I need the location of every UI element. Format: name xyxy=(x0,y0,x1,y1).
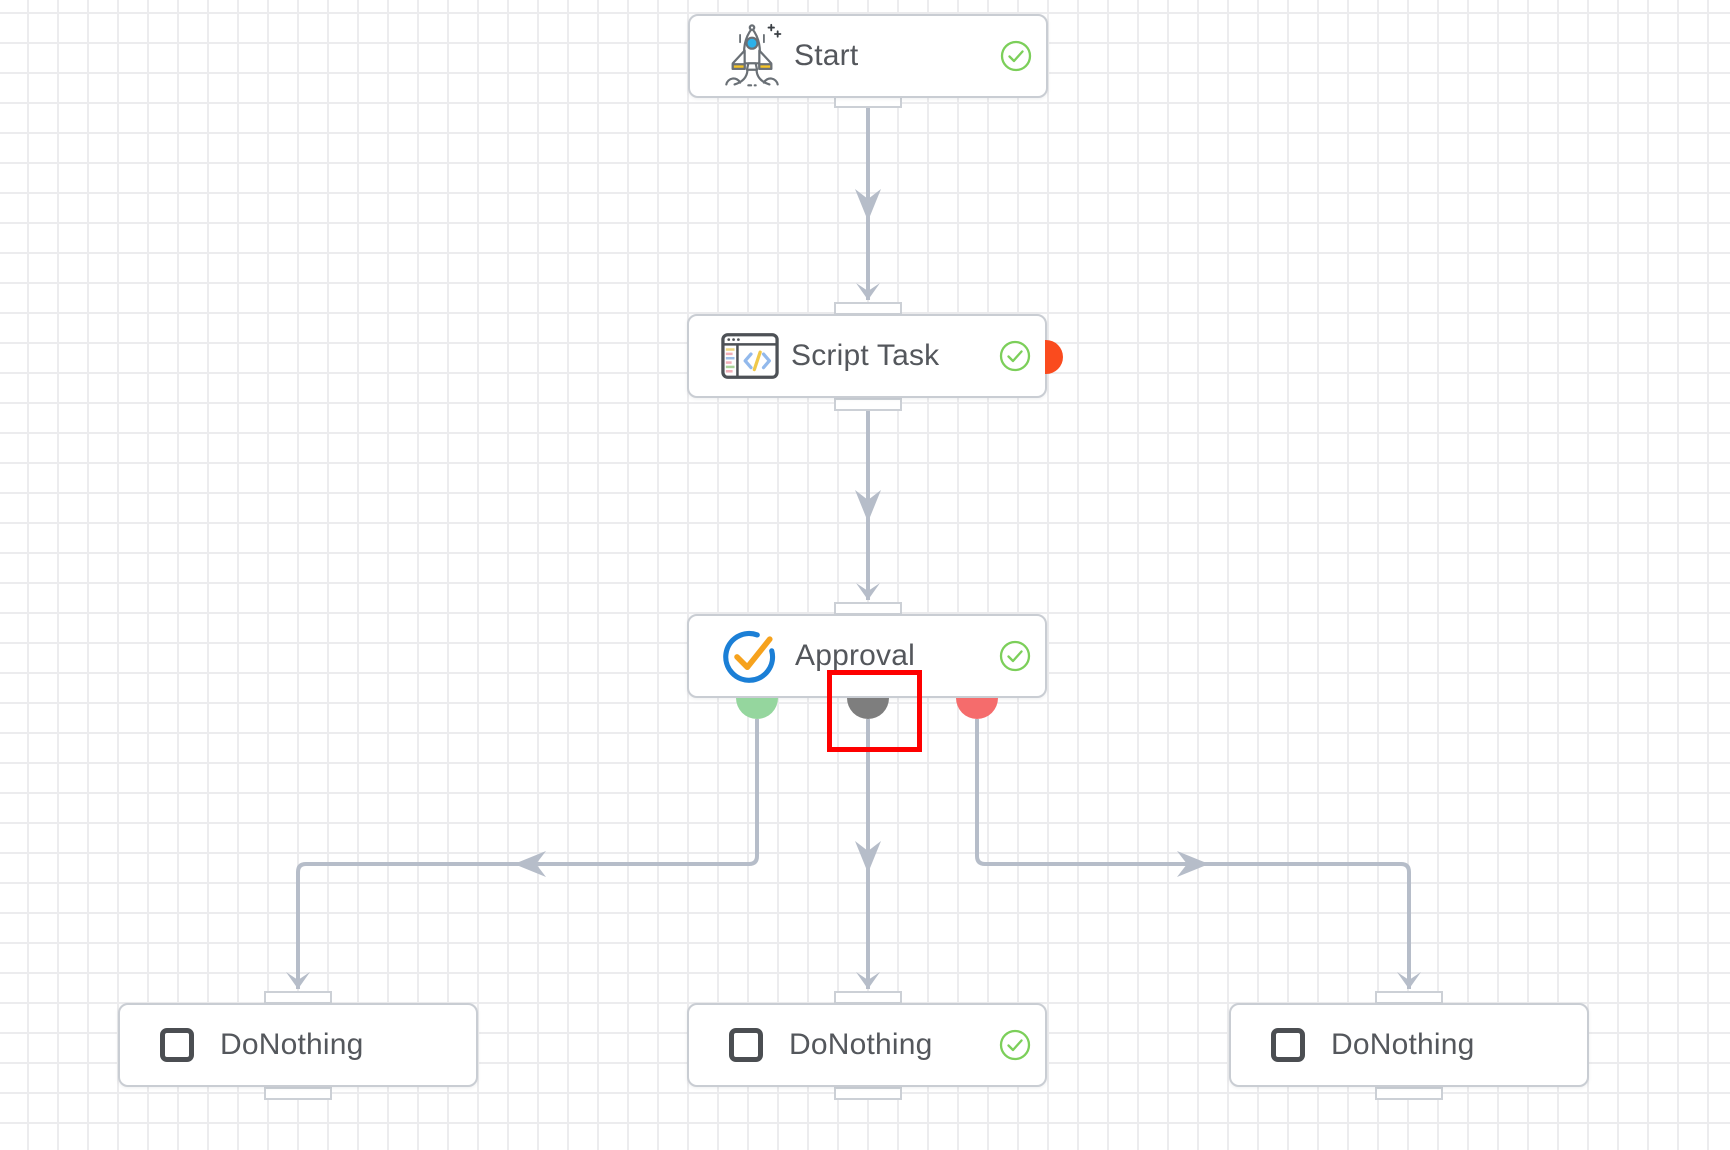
node-label: Approval xyxy=(795,639,916,672)
edge-mid-arrow-icon xyxy=(855,841,881,873)
branch-port-green[interactable] xyxy=(736,698,778,719)
edge-mid-arrow-icon xyxy=(514,851,546,877)
checkbox-icon xyxy=(1271,1028,1305,1062)
port-donothing-middle-bottom[interactable] xyxy=(834,1087,902,1100)
node-label: DoNothing xyxy=(220,1028,364,1061)
port-script-task-bottom[interactable] xyxy=(834,398,902,411)
node-script-task[interactable]: Script Task xyxy=(687,314,1047,398)
node-donothing-right[interactable]: DoNothing xyxy=(1229,1003,1589,1087)
port-donothing-right-bottom[interactable] xyxy=(1375,1087,1443,1100)
checkbox-icon xyxy=(729,1028,763,1062)
edge-end-arrow-icon xyxy=(856,972,880,989)
approval-check-icon xyxy=(721,627,783,685)
edge-end-arrow-icon xyxy=(856,283,880,300)
node-donothing-left[interactable]: DoNothing xyxy=(118,1003,478,1087)
node-donothing-middle[interactable]: DoNothing xyxy=(687,1003,1047,1087)
rocket-icon xyxy=(722,23,782,89)
node-label: Script Task xyxy=(791,339,940,372)
edge-mid-arrow-icon xyxy=(855,189,881,221)
edge-start-to-script-task[interactable] xyxy=(855,108,881,300)
edge-end-arrow-icon xyxy=(856,583,880,600)
success-check-icon xyxy=(1000,40,1032,72)
success-check-icon xyxy=(999,340,1031,372)
edge-end-arrow-icon xyxy=(1397,972,1421,989)
success-check-icon xyxy=(999,640,1031,672)
edge-mid-arrow-icon xyxy=(855,490,881,522)
node-label: DoNothing xyxy=(789,1028,933,1061)
code-window-icon xyxy=(721,331,779,381)
edge-approval-gray-to-donothing-middle[interactable] xyxy=(855,719,881,989)
success-check-icon xyxy=(999,1029,1031,1061)
node-label: Start xyxy=(794,39,859,72)
edge-mid-arrow-icon xyxy=(1177,851,1209,877)
edge-end-arrow-icon xyxy=(286,972,310,989)
edge-script-task-to-approval[interactable] xyxy=(855,411,881,600)
edge-approval-green-to-donothing-left[interactable] xyxy=(286,719,759,989)
edge-approval-red-to-donothing-right[interactable] xyxy=(975,719,1421,989)
error-indicator-dot[interactable] xyxy=(1045,340,1063,374)
node-start[interactable]: Start xyxy=(688,14,1048,98)
port-donothing-left-bottom[interactable] xyxy=(264,1087,332,1100)
highlight-annotation-box xyxy=(827,670,922,752)
node-label: DoNothing xyxy=(1331,1028,1475,1061)
branch-port-red[interactable] xyxy=(956,698,998,719)
node-approval[interactable]: Approval xyxy=(687,614,1047,698)
checkbox-icon xyxy=(160,1028,194,1062)
branch-port-gray[interactable] xyxy=(847,698,889,719)
